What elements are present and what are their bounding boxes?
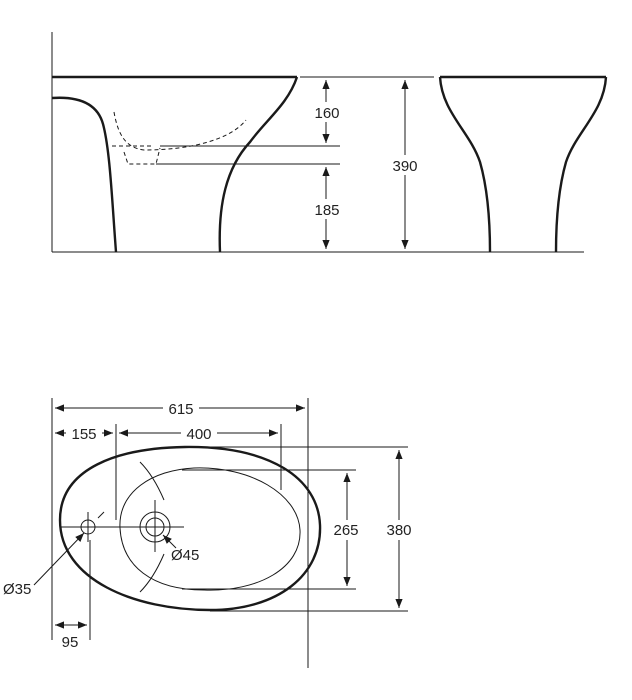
internal-dashed-trap <box>123 147 161 165</box>
leader-45 <box>162 534 177 549</box>
dim-label-155: 155 <box>71 426 96 443</box>
front-left-contour <box>438 76 492 253</box>
outer-bowl-outline <box>58 445 322 612</box>
bowl-front-curve <box>218 76 299 253</box>
bowl-rear-curve <box>51 96 118 253</box>
dim-label-390: 390 <box>392 158 417 175</box>
dim-label-185: 185 <box>314 202 339 219</box>
dim-label-95: 95 <box>62 634 79 651</box>
rim-flange-lower <box>139 553 165 593</box>
plan-view: 615 155 400 265 380 Ø45 Ø35 95 <box>3 398 420 668</box>
dim-label-380: 380 <box>386 522 411 539</box>
leader-35-tick <box>97 511 105 519</box>
dim-label-diameter-35: Ø35 <box>3 581 31 598</box>
leader-35 <box>33 532 85 586</box>
dim-label-diameter-45: Ø45 <box>171 547 199 564</box>
dim-label-400: 400 <box>186 426 211 443</box>
internal-dashed-outline <box>113 111 247 151</box>
front-view <box>438 75 608 253</box>
side-view: 160 185 390 <box>51 32 584 253</box>
dim-label-265: 265 <box>333 522 358 539</box>
inner-basin-outline <box>119 467 301 591</box>
dim-label-615: 615 <box>168 401 193 418</box>
front-right-contour <box>554 76 608 253</box>
dim-label-160: 160 <box>314 105 339 122</box>
rim-flange-upper <box>139 461 165 501</box>
